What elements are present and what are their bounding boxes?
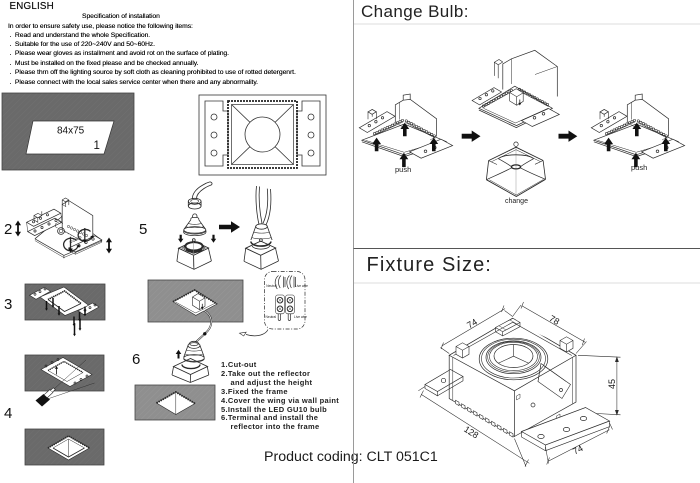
svg-text:Neutral: Neutral — [266, 315, 277, 319]
svg-text:74: 74 — [571, 443, 585, 456]
svg-text:128: 128 — [462, 424, 480, 441]
svg-text:Live wire: Live wire — [294, 315, 307, 319]
svg-text:1: 1 — [94, 140, 100, 152]
svg-text:Live wire: Live wire — [295, 284, 308, 288]
svg-text:45: 45 — [607, 379, 617, 389]
svg-text:74: 74 — [465, 317, 479, 331]
svg-text:84x75: 84x75 — [57, 126, 85, 137]
svg-text:Neutral: Neutral — [266, 284, 277, 288]
svg-text:78: 78 — [547, 313, 561, 327]
